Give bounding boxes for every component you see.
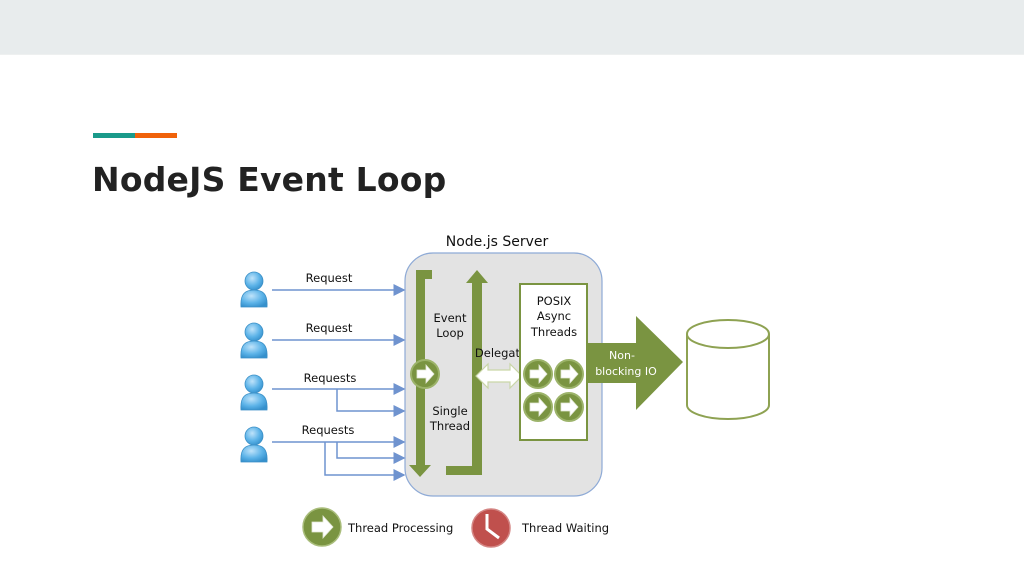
client-1: Request	[240, 271, 406, 308]
legend-label-processing: Thread Processing	[347, 521, 453, 535]
event-loop-up-arrow	[446, 270, 488, 475]
slide-title: NodeJS Event Loop	[92, 160, 447, 199]
accent-bar-teal	[93, 133, 135, 138]
legend-label-waiting: Thread Waiting	[521, 521, 609, 535]
client-2-label: Request	[306, 321, 353, 335]
thread-processing-icon	[554, 359, 584, 389]
thread-processing-icon	[523, 392, 553, 422]
request-arrow	[336, 442, 406, 464]
user-icon	[240, 322, 268, 359]
thread-processing-icon	[554, 392, 584, 422]
client-2: Request	[240, 321, 406, 359]
posix-label-3: Threads	[530, 325, 577, 339]
event-loop-label-2: Loop	[436, 326, 464, 340]
accent-bar-orange	[135, 133, 177, 138]
database-cylinder-icon	[686, 319, 770, 420]
client-3: Requests	[240, 371, 406, 417]
top-bar	[0, 0, 1024, 55]
io-label-1: Non-	[609, 349, 635, 362]
client-3-label: Requests	[304, 371, 357, 385]
client-4: Requests	[240, 423, 406, 481]
single-thread-label-2: Thread	[429, 419, 470, 433]
io-label-2: blocking IO	[595, 365, 657, 378]
event-loop-label-1: Event	[434, 311, 467, 325]
thread-processing-icon	[410, 359, 440, 389]
legend-thread-waiting: Thread Waiting	[471, 508, 609, 548]
single-thread-label-1: Single	[432, 404, 467, 418]
server-title: Node.js Server	[446, 234, 549, 250]
non-blocking-io-arrow	[585, 316, 683, 410]
thread-processing-icon	[523, 359, 553, 389]
delegate-label: Delegate	[475, 346, 527, 360]
request-arrow	[336, 389, 406, 417]
clock-icon	[471, 508, 511, 548]
posix-label-2: Async	[537, 309, 571, 323]
client-1-label: Request	[306, 271, 353, 285]
legend-thread-processing: Thread Processing	[302, 507, 453, 547]
user-icon	[240, 426, 268, 463]
posix-label-1: POSIX	[537, 294, 572, 308]
client-4-label: Requests	[302, 423, 355, 437]
user-icon	[240, 374, 268, 411]
user-icon	[240, 271, 268, 308]
request-arrow	[324, 442, 406, 481]
